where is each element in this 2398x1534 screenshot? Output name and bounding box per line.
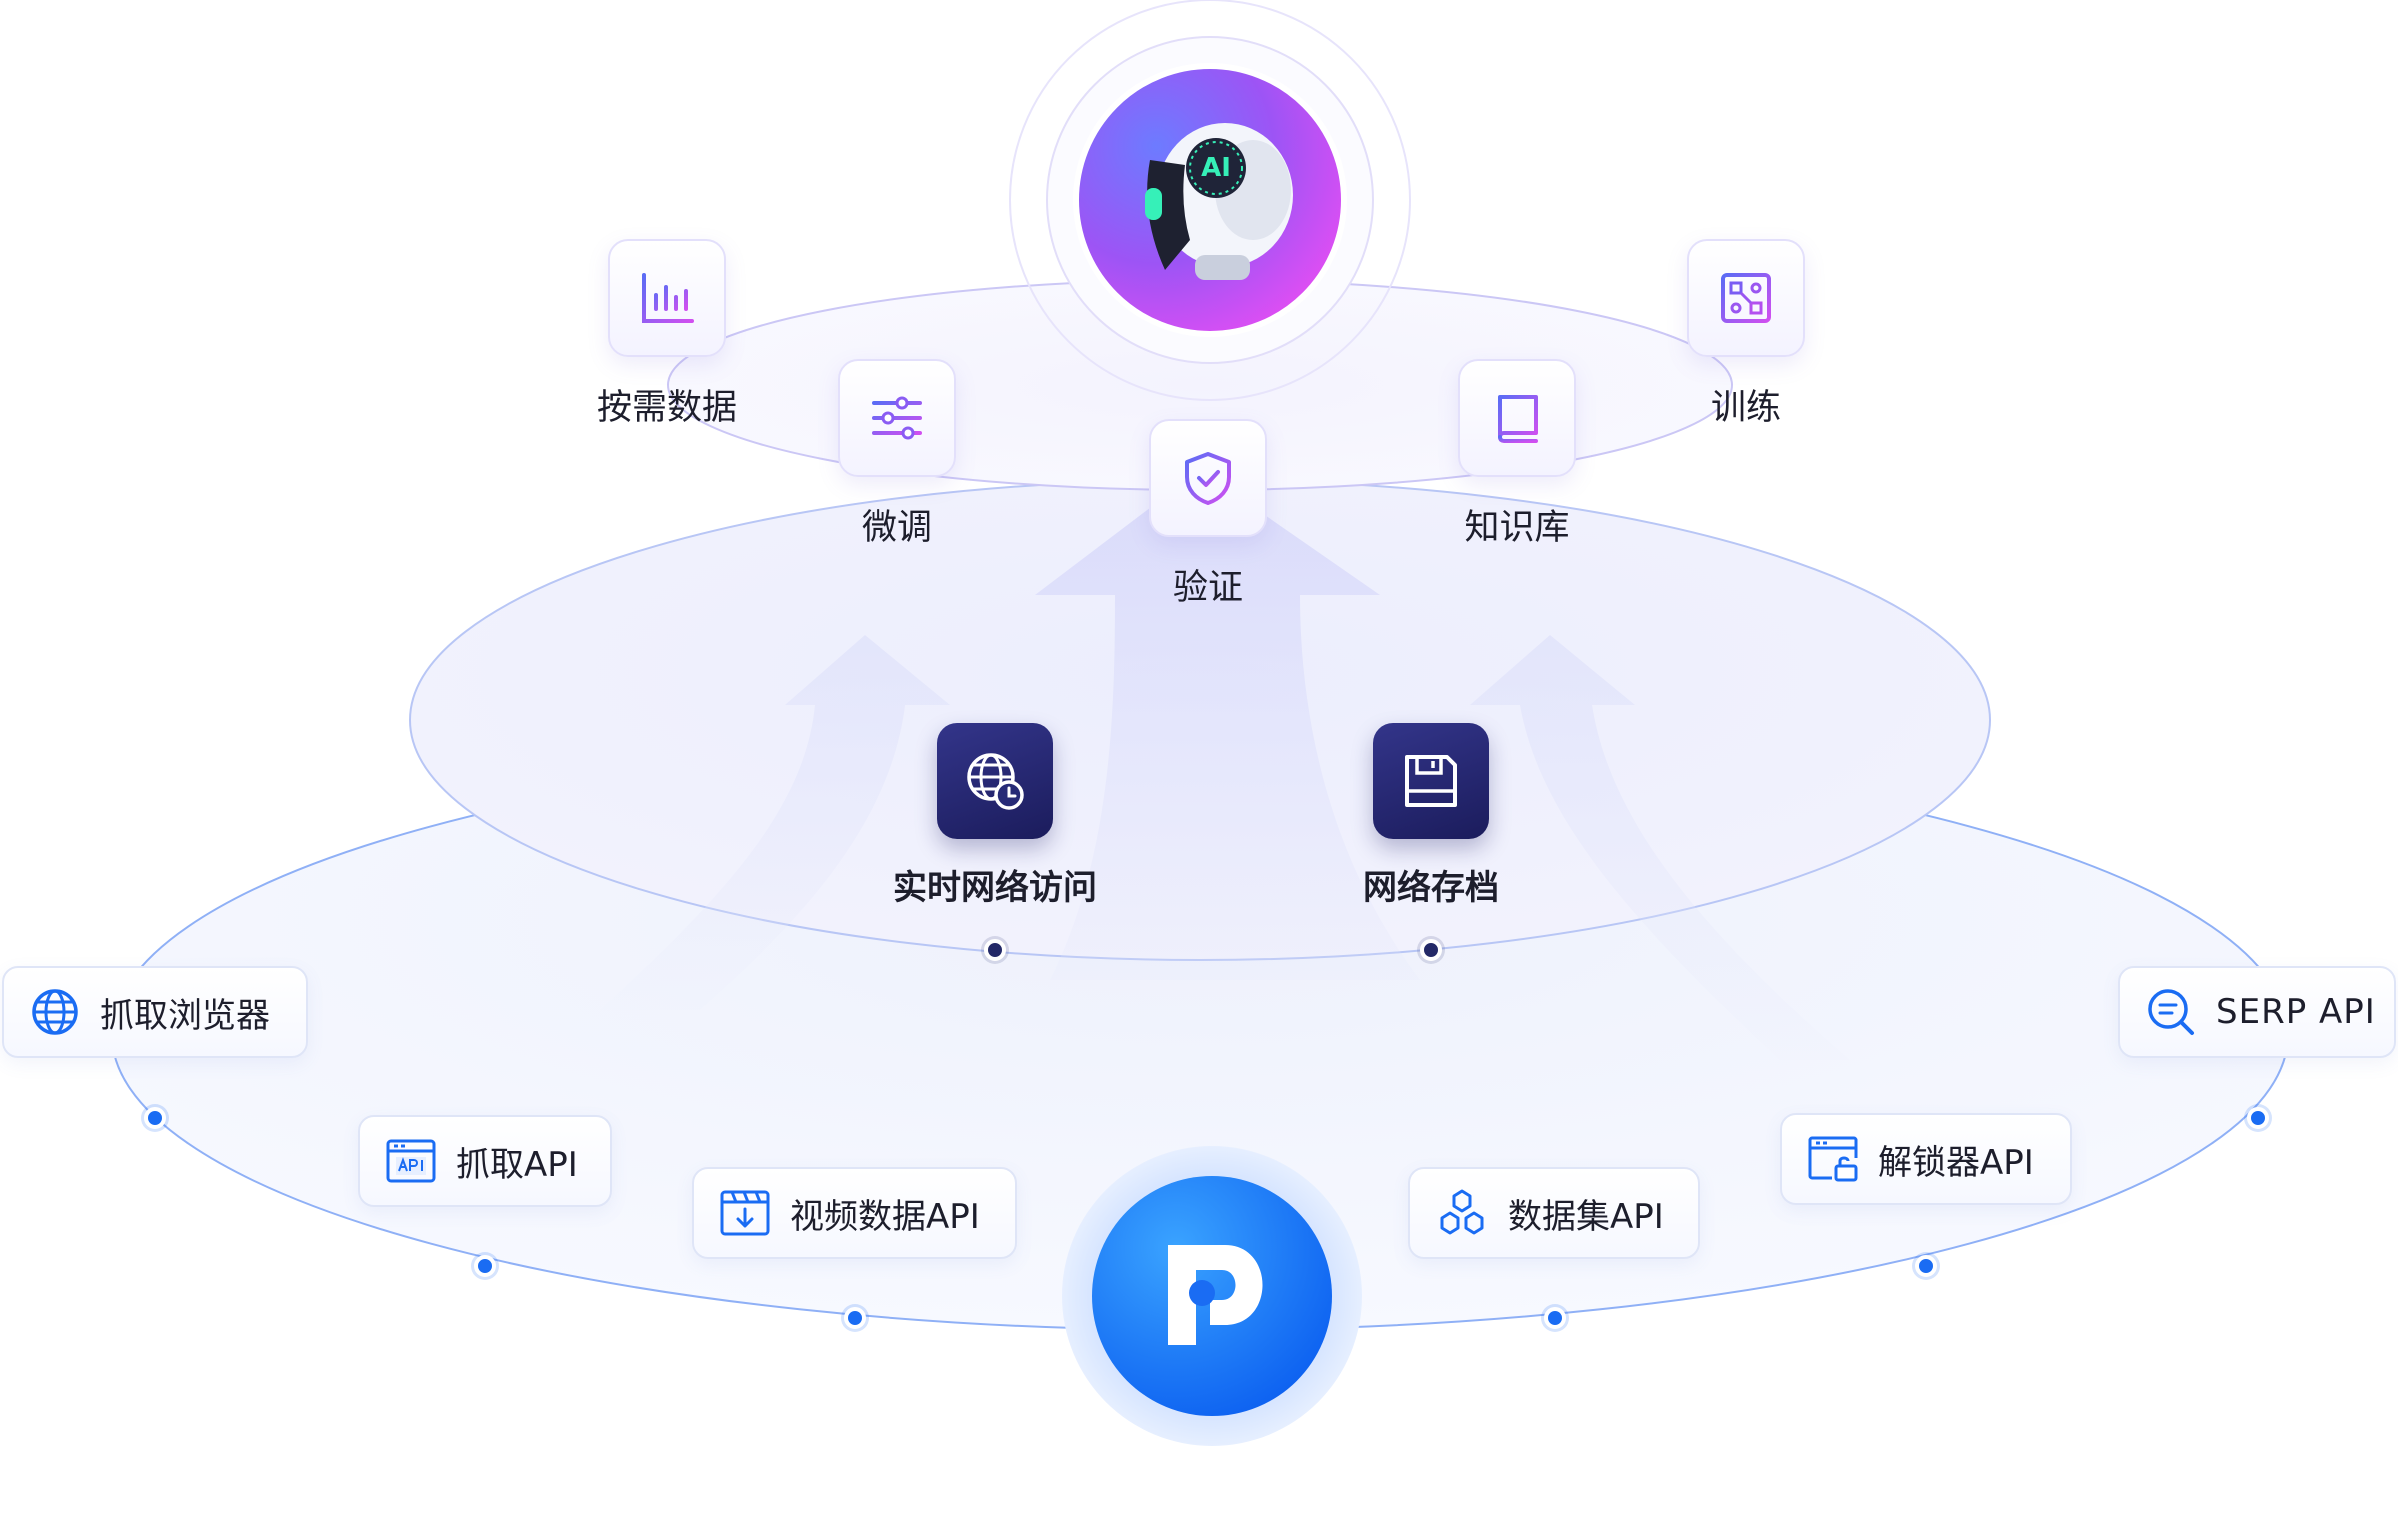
- unlock-window-icon: [1808, 1136, 1858, 1182]
- label-fine-tuning: 微调: [861, 508, 933, 548]
- node-on-demand-data[interactable]: [608, 239, 726, 357]
- label-web-archive: 网络存档: [1363, 868, 1499, 908]
- node-validation[interactable]: [1149, 419, 1267, 537]
- label-validation: 验证: [1172, 568, 1244, 608]
- ring-connector-dot: [474, 1255, 496, 1277]
- pill-unlocker-api[interactable]: 解锁器API: [1780, 1113, 2072, 1205]
- pill-label: 抓取API: [456, 1144, 578, 1185]
- ai-badge-label: AI: [1201, 153, 1231, 183]
- floppy-disk-icon: [1405, 755, 1457, 807]
- ring-connector-dot: [1420, 939, 1442, 961]
- pill-scraping-browser[interactable]: 抓取浏览器: [2, 966, 308, 1058]
- book-icon: [1498, 395, 1538, 443]
- label-on-demand-data: 按需数据: [596, 388, 738, 428]
- pill-video-data-api[interactable]: 视频数据API: [692, 1167, 1017, 1259]
- ring-connector-dot: [1544, 1307, 1566, 1329]
- network-nodes-icon: [1721, 273, 1771, 323]
- shield-check-icon: [1185, 452, 1231, 505]
- pill-serp-api[interactable]: SERP API: [2118, 966, 2396, 1058]
- ring-connector-dot: [2247, 1107, 2269, 1129]
- ring-connector-dot: [984, 939, 1006, 961]
- label-training: 训练: [1710, 388, 1782, 428]
- globe-icon: [32, 989, 78, 1035]
- pill-scraping-api[interactable]: 抓取API: [358, 1115, 612, 1207]
- ring-connector-dot: [144, 1107, 166, 1129]
- api-window-icon: [386, 1139, 436, 1183]
- bar-chart-icon: [642, 273, 694, 323]
- node-training[interactable]: [1687, 239, 1805, 357]
- ring-connector-dot: [844, 1307, 866, 1329]
- hexagon-cluster-icon: [1440, 1189, 1484, 1235]
- brand-logo-p-icon: [1168, 1245, 1263, 1345]
- pill-label: 解锁器API: [1878, 1142, 2034, 1183]
- node-realtime-web-access[interactable]: [937, 723, 1053, 839]
- ring-connector-dot: [1915, 1255, 1937, 1277]
- node-fine-tuning[interactable]: [838, 359, 956, 477]
- search-list-icon: [2148, 989, 2194, 1035]
- pill-label: 视频数据API: [790, 1196, 980, 1237]
- pill-label: SERP API: [2216, 992, 2376, 1032]
- sliders-icon: [872, 396, 922, 440]
- node-knowledge-base[interactable]: [1458, 359, 1576, 477]
- pill-label: 抓取浏览器: [100, 995, 270, 1036]
- label-realtime-web-access: 实时网络访问: [893, 868, 1097, 908]
- video-download-icon: [720, 1190, 770, 1236]
- node-web-archive[interactable]: [1373, 723, 1489, 839]
- robot-head-icon: [1145, 123, 1293, 280]
- pill-label: 数据集API: [1508, 1196, 1664, 1237]
- label-knowledge-base: 知识库: [1464, 508, 1570, 548]
- globe-clock-icon: [967, 753, 1024, 810]
- pill-dataset-api[interactable]: 数据集API: [1408, 1167, 1700, 1259]
- ai-badge: AI: [1190, 148, 1242, 188]
